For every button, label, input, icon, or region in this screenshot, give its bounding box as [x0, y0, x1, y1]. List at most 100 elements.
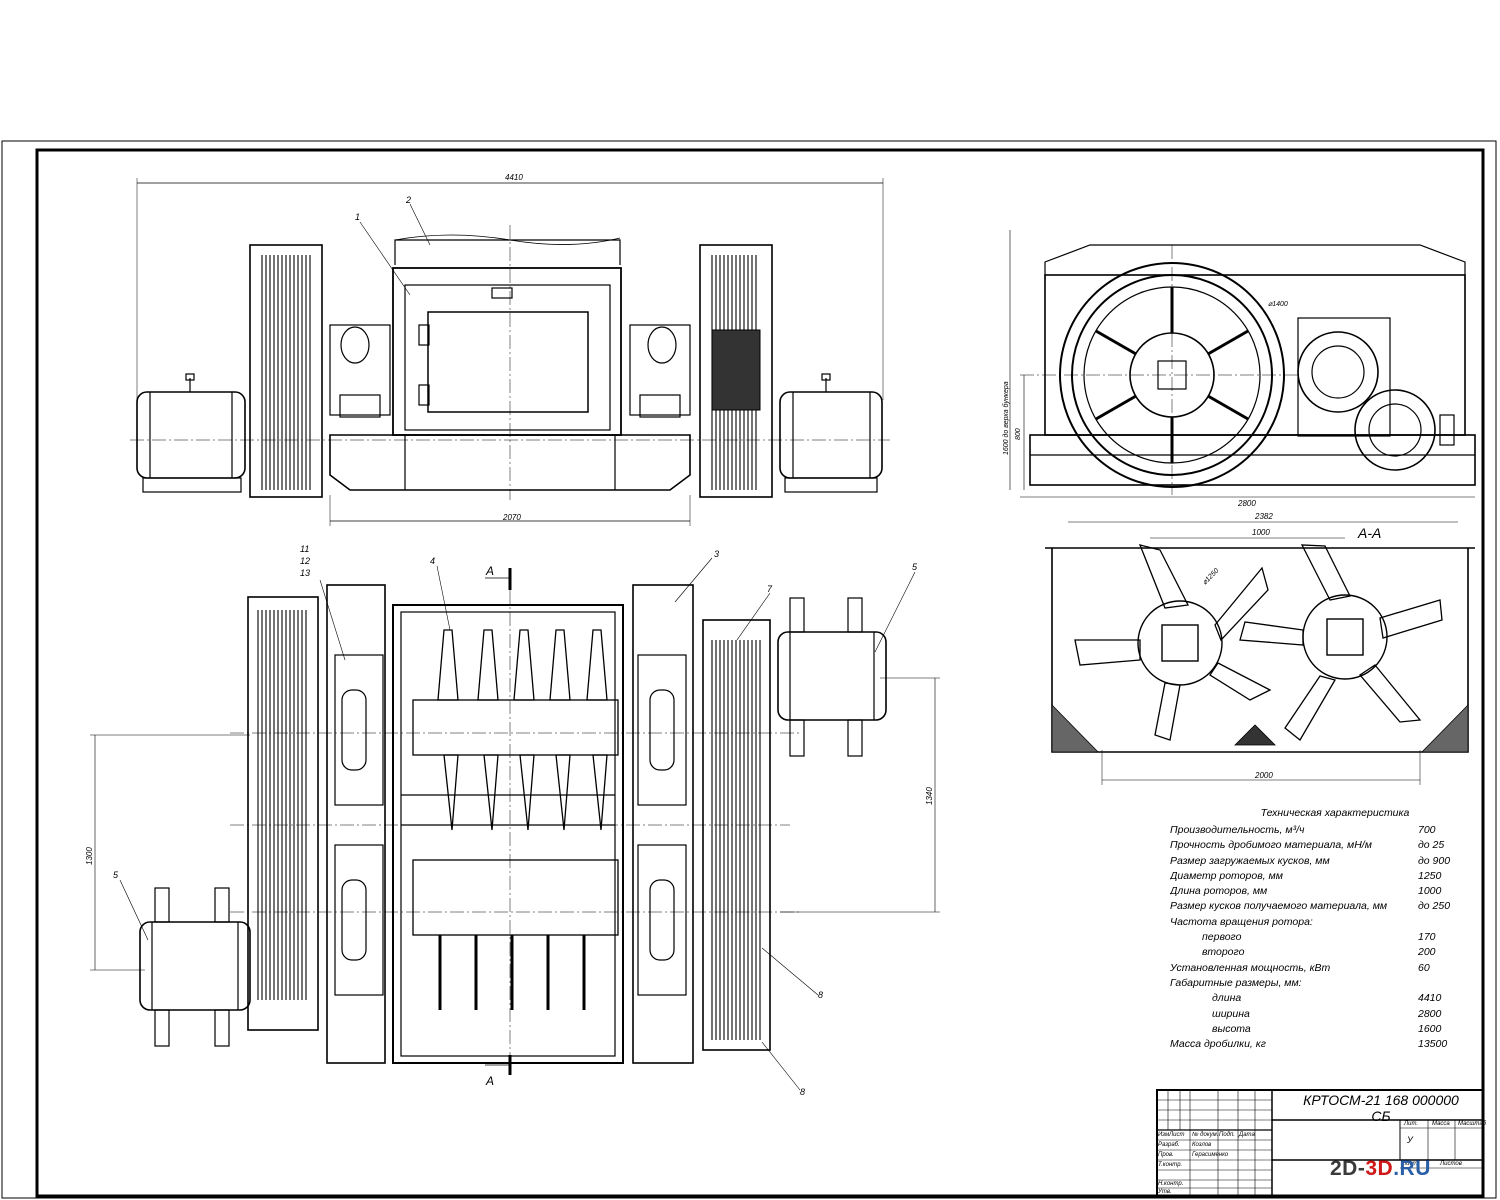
callout-11: 11 [300, 544, 309, 554]
spec-row: Установленная мощность, кВт 60 [1170, 961, 1470, 976]
section-view [1045, 521, 1475, 785]
spec-row: Масса дробилки, кг 13500 [1170, 1037, 1470, 1052]
watermark-logo: 2D-3D.RU [1330, 1157, 1431, 1180]
callout-4: 4 [430, 556, 435, 566]
tb-label-list: Лист [1169, 1132, 1185, 1138]
left-pulley-grooves [261, 255, 311, 490]
tb-label-sign: Подп. [1219, 1132, 1235, 1138]
spec-value: 1000 [1418, 885, 1442, 898]
sheet-frame [1, 140, 1497, 1199]
spec-label: Длина роторов, мм [1170, 885, 1268, 898]
spec-row: длина 4410 [1170, 991, 1470, 1006]
spec-label: второго [1202, 946, 1245, 959]
tb-label-doc: № докум. [1192, 1132, 1219, 1138]
spec-label: Производительность, м³/ч [1170, 824, 1305, 836]
spec-row: Частота вращения ротора: [1170, 915, 1470, 930]
dim-section-width-top: 2382 [1254, 512, 1273, 521]
dim-side-height: 1600 до верха бункера [1002, 381, 1010, 455]
spec-value: 13500 [1418, 1038, 1448, 1051]
callout-7: 7 [767, 584, 773, 594]
spec-value: до 900 [1418, 854, 1451, 867]
spec-value: 1250 [1418, 869, 1442, 882]
front-view [130, 178, 890, 526]
callout-5-right: 5 [912, 562, 918, 572]
tb-label-izm: Изм [1158, 1132, 1170, 1138]
document-code: КРТОСМ-21 168 000000 СБ [1303, 1092, 1459, 1124]
dim-section-width-bottom: 2000 [1254, 771, 1273, 780]
side-view [1009, 230, 1476, 498]
spec-label: длина [1212, 992, 1242, 1005]
tb-label-sheets: Листов [1440, 1161, 1462, 1167]
tb-label-scale: Масштаб [1458, 1121, 1487, 1127]
spec-label: ширина [1212, 1007, 1250, 1020]
spec-label: Габаритные размеры, мм: [1170, 976, 1302, 989]
tb-label-mass: Масса [1432, 1121, 1450, 1127]
spec-row: Производительность, м³/ч 700 [1170, 823, 1470, 838]
spec-value: до 25 [1418, 839, 1445, 852]
dim-base-length: 2070 [502, 513, 521, 522]
spec-row: высота 1600 [1170, 1022, 1470, 1037]
spec-row: ширина 2800 [1170, 1007, 1470, 1022]
tb-label-developed: Разраб. [1158, 1142, 1180, 1148]
dim-plan-left-height: 1300 [85, 847, 94, 865]
section-mark-top: А [485, 564, 494, 578]
spec-value: 2800 [1418, 1007, 1442, 1020]
title-block [1156, 1089, 1484, 1197]
spec-value: до 250 [1418, 900, 1451, 913]
dim-plan-right-height: 1340 [925, 787, 934, 805]
spec-value: 700 [1418, 824, 1436, 836]
callout-12: 12 [300, 556, 310, 566]
spec-value: 170 [1418, 931, 1436, 944]
spec-row: второго 200 [1170, 945, 1470, 960]
callout-8-lower: 8 [800, 1087, 805, 1097]
spec-label: Размер кусков получаемого материала, мм [1170, 900, 1388, 913]
lower-hammer-row [412, 859, 619, 1010]
plan-right-pulley-grooves [711, 640, 761, 1040]
tb-name-2: Герасименко [1192, 1152, 1229, 1158]
spec-row: Размер кусков получаемого материала, мм д… [1170, 899, 1470, 914]
spec-value: 1600 [1418, 1022, 1442, 1035]
dim-side-axis-height: 800 [1015, 428, 1022, 440]
tb-label-ncontrol: Н.контр. [1158, 1181, 1184, 1187]
tb-label-checked: Пров. [1158, 1152, 1174, 1158]
spec-label: Масса дробилки, кг [1170, 1038, 1266, 1051]
tb-label-lit: Лит. [1404, 1121, 1419, 1127]
tb-label-sheet: Лист [1402, 1161, 1418, 1167]
spec-label: Прочность дробимого материала, мН/м [1170, 839, 1372, 852]
spec-row: Диаметр роторов, мм 1250 [1170, 869, 1470, 884]
specifications-title: Техническая характеристика [1260, 807, 1410, 819]
spec-label: высота [1212, 1022, 1251, 1035]
plan-view [90, 557, 940, 1091]
upper-hammer-row [412, 629, 619, 831]
plan-left-pulley-grooves [257, 610, 307, 1000]
callout-5-left: 5 [113, 870, 119, 880]
spec-label: Установленная мощность, кВт [1170, 961, 1331, 974]
spec-label: Диаметр роторов, мм [1170, 869, 1283, 882]
callout-13: 13 [300, 568, 310, 578]
spec-row: Прочность дробимого материала, мН/м до 25 [1170, 838, 1470, 853]
section-label: А-А [1357, 525, 1381, 541]
spec-row: Габаритные размеры, мм: [1170, 976, 1470, 991]
spec-row: Длина роторов, мм 1000 [1170, 884, 1470, 899]
callout-8-upper: 8 [818, 990, 823, 1000]
callout-3: 3 [714, 549, 719, 559]
spec-row: Размер загружаемых кусков, мм до 900 [1170, 854, 1470, 869]
tb-name-1: Козлов [1192, 1142, 1212, 1148]
spec-label: Частота вращения ротора: [1170, 915, 1313, 928]
spec-label: Размер загружаемых кусков, мм [1170, 854, 1330, 867]
dim-side-width: 2800 [1237, 499, 1256, 508]
tb-label-date: Дата [1239, 1132, 1255, 1138]
callout-2: 2 [405, 195, 411, 205]
dim-pulley-diameter: ⌀1400 [1268, 301, 1288, 308]
dim-section-spacing: 1000 [1252, 528, 1270, 537]
dim-overall-length: 4410 [505, 173, 523, 182]
spec-value: 200 [1418, 946, 1436, 959]
spec-value: 60 [1418, 961, 1430, 974]
spec-value: 4410 [1418, 992, 1442, 1005]
specifications-table: Техническая характеристика Производитель… [1170, 807, 1470, 1052]
tb-label-tcontrol: Т.контр. [1158, 1162, 1183, 1168]
section-mark-bottom: А [485, 1074, 494, 1088]
